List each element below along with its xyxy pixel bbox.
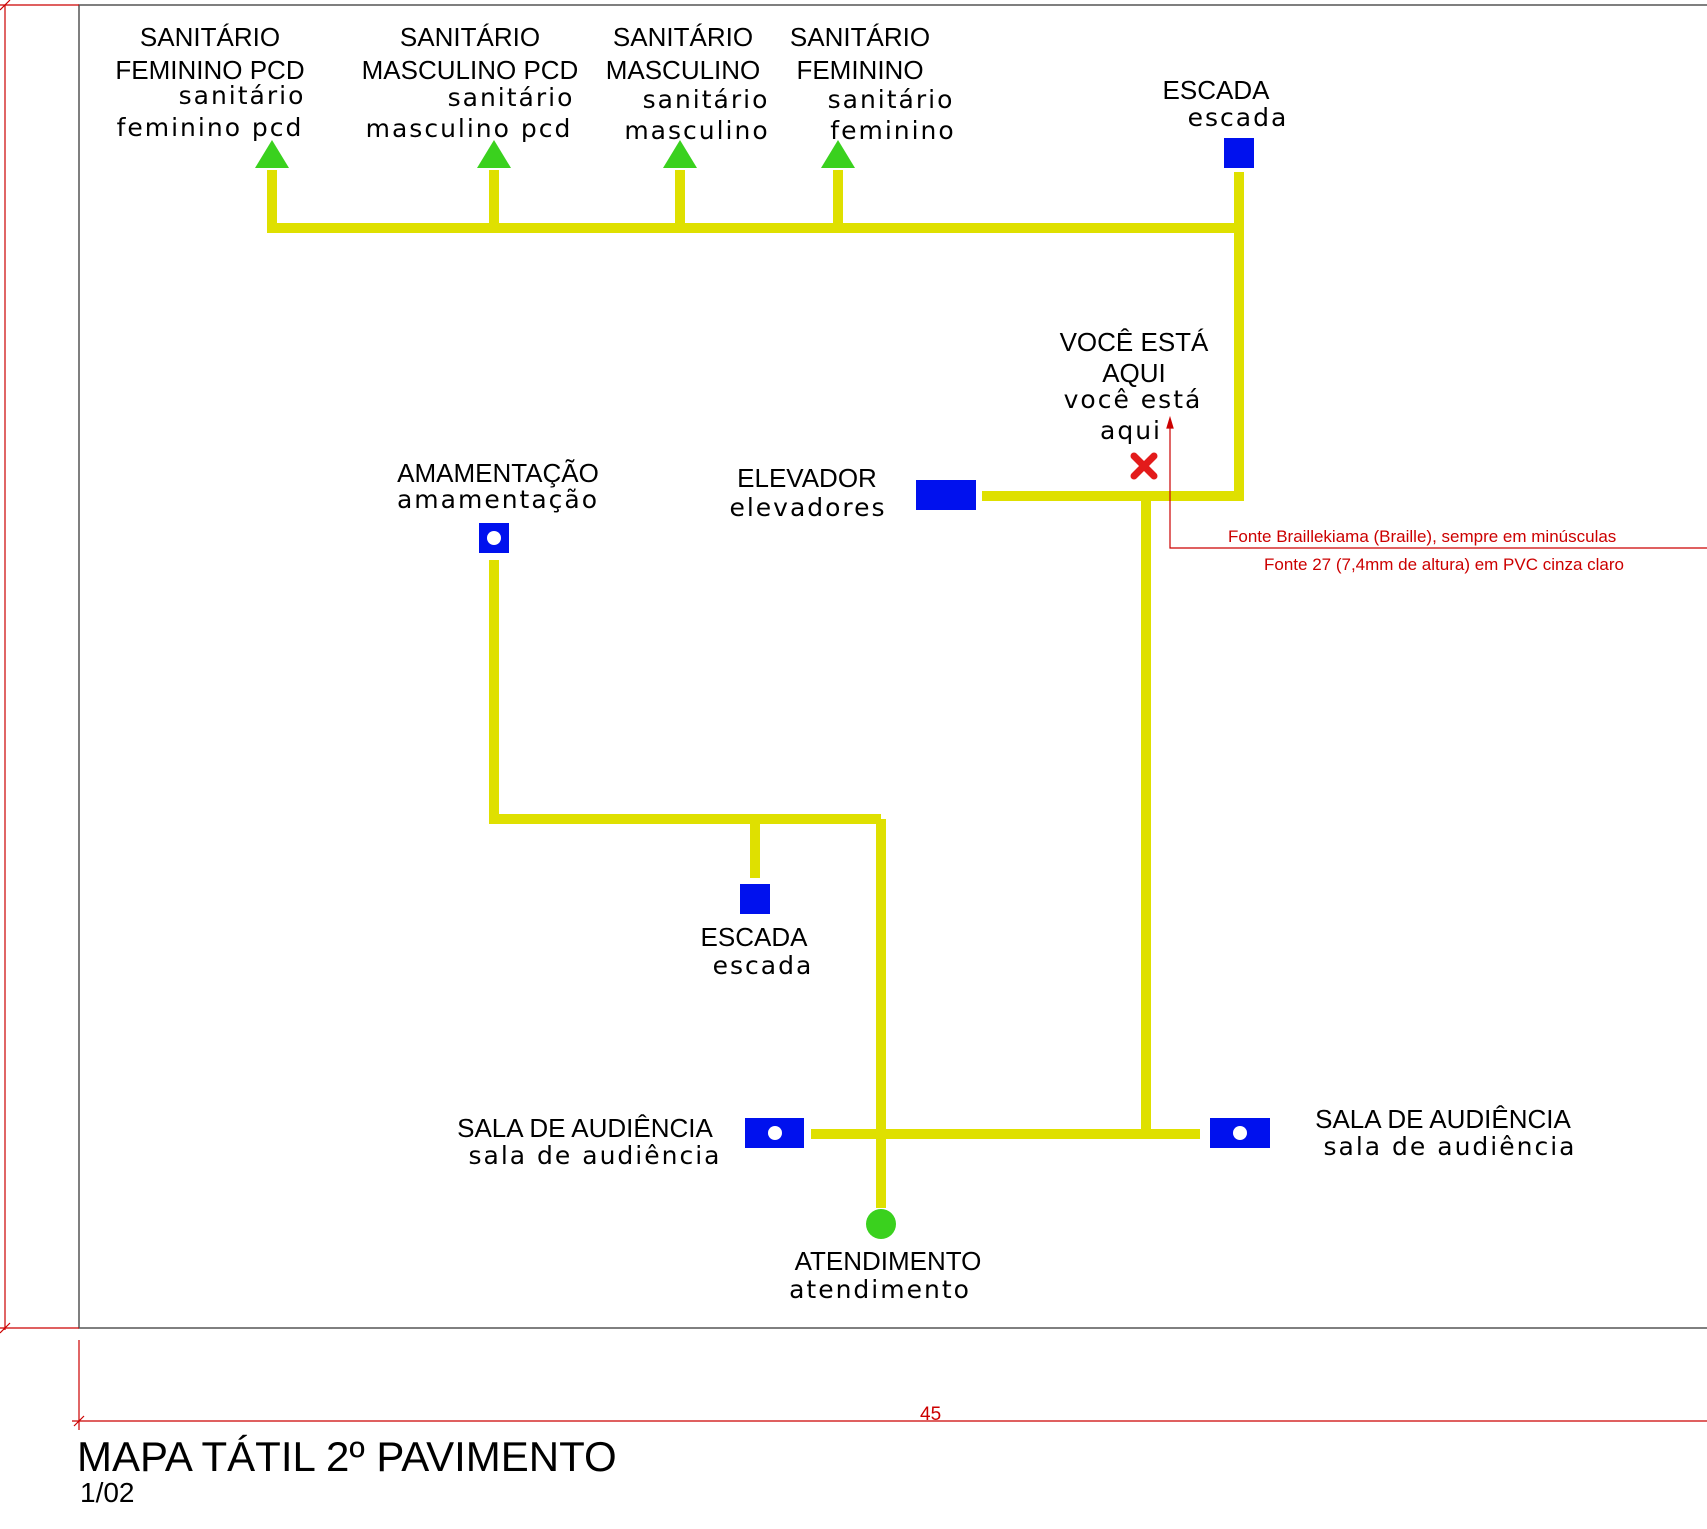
blue-rectangle-dot-icon [1210, 1118, 1270, 1148]
green-triangle-icon [663, 140, 697, 168]
label-amamentacao: AMAMENTAÇÃO [397, 458, 599, 488]
right-vertical-path [982, 172, 1244, 501]
braille-sanitario-masculino-line2: masculino [624, 116, 769, 145]
braille-voce-esta-aqui-line2: aqui [1100, 416, 1162, 445]
braille-elevador: elevadores [729, 493, 886, 522]
label-escada-top: ESCADA [1163, 75, 1271, 105]
red-x-icon [1130, 452, 1158, 480]
annotation-leader [1166, 415, 1707, 549]
green-triangle-icon [255, 140, 289, 168]
label-sanitario-masculino-pcd-line2: MASCULINO PCD [362, 55, 579, 85]
top-corridor-path [267, 170, 1239, 233]
label-sanitario-feminino-pcd-line1: SANITÁRIO [140, 22, 280, 52]
label-elevador: ELEVADOR [737, 463, 877, 493]
braille-sala-audiencia-left: sala de audiência [469, 1141, 722, 1170]
label-voce-esta-aqui-line1: VOCÊ ESTÁ [1060, 327, 1209, 357]
braille-sala-audiencia-right: sala de audiência [1324, 1132, 1577, 1161]
annotation-line-1: Fonte Braillekiama (Braille), sempre em … [1228, 527, 1616, 546]
blue-square-icon [1224, 138, 1254, 168]
braille-sanitario-feminino-pcd-line2: feminino pcd [117, 113, 304, 142]
drawing-title: MAPA TÁTIL 2º PAVIMENTO [77, 1433, 617, 1480]
label-sanitario-masculino-pcd-line1: SANITÁRIO [400, 22, 540, 52]
braille-escada-top: escada [1188, 103, 1289, 132]
drawing-scale: 1/02 [80, 1477, 135, 1508]
horizontal-dimension-line [72, 1340, 1707, 1430]
green-circle-icon [866, 1209, 896, 1239]
blue-rectangle-icon [916, 480, 976, 510]
green-triangle-icon [821, 140, 855, 168]
label-escada-mid: ESCADA [701, 922, 809, 952]
braille-sanitario-masculino-line1: sanitário [643, 85, 770, 114]
amamentacao-path [489, 560, 881, 824]
blue-rectangle-dot-icon [745, 1118, 804, 1148]
blue-square-dot-icon [479, 523, 509, 553]
braille-atendimento: atendimento [789, 1275, 971, 1304]
braille-sanitario-masculino-pcd-line1: sanitário [448, 83, 575, 112]
vertical-dimension-line [0, 0, 79, 1334]
braille-escada-mid: escada [713, 951, 814, 980]
label-sala-audiencia-left: SALA DE AUDIÊNCIA [457, 1113, 713, 1143]
label-sala-audiencia-right: SALA DE AUDIÊNCIA [1315, 1104, 1571, 1134]
map-frame [78, 4, 1707, 1329]
label-atendimento: ATENDIMENTO [795, 1246, 982, 1276]
tactile-paths [267, 170, 1244, 1208]
label-sanitario-feminino-line2: FEMININO [796, 55, 923, 85]
blue-square-icon [740, 884, 770, 914]
braille-sanitario-feminino-line1: sanitário [828, 85, 955, 114]
label-sanitario-feminino-pcd-line2: FEMININO PCD [115, 55, 304, 85]
braille-voce-esta-aqui-line1: você está [1064, 385, 1203, 414]
dimension-width-label: 45 [920, 1404, 941, 1425]
braille-amamentacao: amamentação [397, 485, 599, 514]
label-voce-esta-aqui-line2: AQUI [1102, 358, 1166, 388]
label-sanitario-feminino-line1: SANITÁRIO [790, 22, 930, 52]
label-sanitario-masculino-line1: SANITÁRIO [613, 22, 753, 52]
braille-sanitario-feminino-line2: feminino [830, 116, 955, 145]
annotation-line-2: Fonte 27 (7,4mm de altura) em PVC cinza … [1264, 555, 1624, 574]
braille-sanitario-masculino-pcd-line2: masculino pcd [366, 114, 573, 143]
braille-sanitario-feminino-pcd-line1: sanitário [179, 81, 306, 110]
green-triangle-icon [477, 140, 511, 168]
label-sanitario-masculino-line2: MASCULINO [606, 55, 761, 85]
